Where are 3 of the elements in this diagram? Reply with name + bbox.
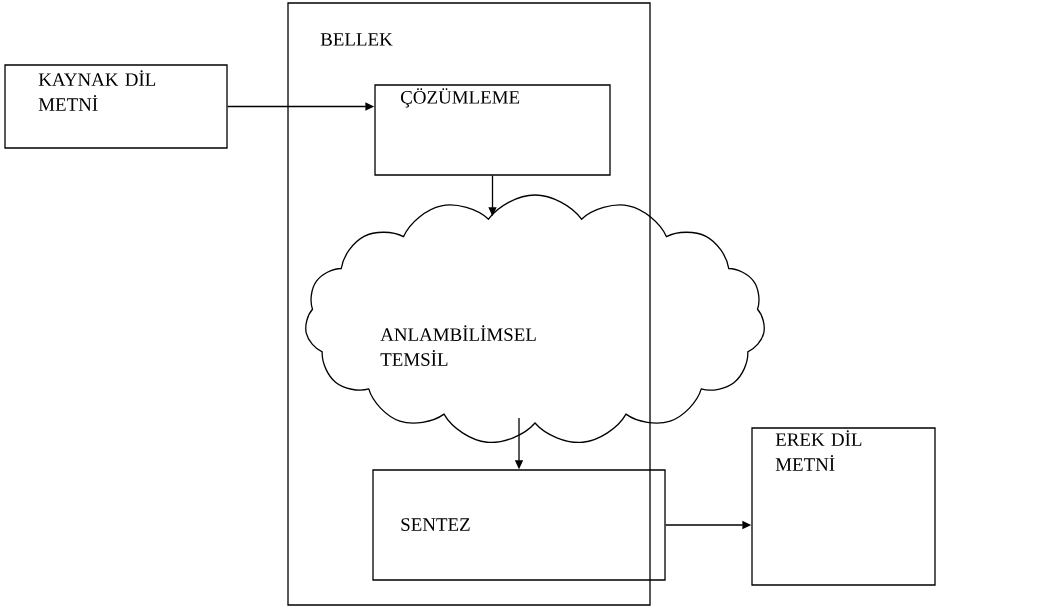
inner-box: ÇÖZÜMLEME bbox=[374, 84, 611, 176]
process-box: EREK DİL METNİ bbox=[751, 427, 936, 586]
process-box: KAYNAK DİL METNİ bbox=[4, 64, 228, 149]
